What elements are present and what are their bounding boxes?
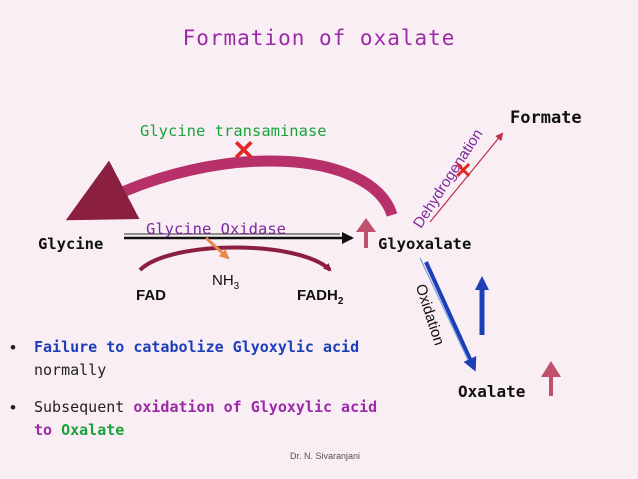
bullet-text: Failure to catabolize Glyoxylic acid nor… [34, 338, 360, 379]
footer-credit: Dr. N. Sivaranjani [290, 451, 361, 461]
bullet-dot: • [10, 338, 16, 357]
fad-label: FAD [136, 287, 166, 304]
oxidase-label: Glycine Oxidase [146, 220, 286, 238]
nh3-label: NH3 [212, 272, 240, 292]
transaminase-arrow [65, 155, 398, 221]
bullet-text: Subsequent oxidation of Glyoxylic acid t… [34, 398, 378, 439]
nh3-arrow [204, 236, 230, 260]
glycine-label: Glycine [38, 235, 104, 253]
bullet-dot: • [10, 398, 16, 417]
bullet-item: • Subsequent oxidation of Glyoxylic acid… [10, 396, 377, 442]
page-title: Formation of oxalate [182, 26, 456, 50]
bullet-item: • Failure to catabolize Glyoxylic acid n… [10, 336, 377, 382]
blocked-cross-icon: ✕ [232, 135, 256, 166]
blocked-cross-icon: ✕ [454, 158, 473, 183]
dehydrogenation-arrow [429, 132, 504, 223]
formate-label: Formate [510, 108, 582, 128]
oxalate-label: Oxalate [458, 382, 526, 401]
glyoxalate-label: Glyoxalate [378, 235, 472, 253]
increase-arrow-icon [541, 361, 561, 396]
oxidation-arrow [424, 261, 477, 372]
fadh2-label: FADH2 [297, 287, 344, 307]
transaminase-label: Glycine transaminase [140, 122, 327, 140]
increase-arrow-icon [356, 218, 376, 248]
fad-fadh2-arc [138, 245, 332, 272]
bullet-list: • Failure to catabolize Glyoxylic acid n… [10, 336, 377, 456]
